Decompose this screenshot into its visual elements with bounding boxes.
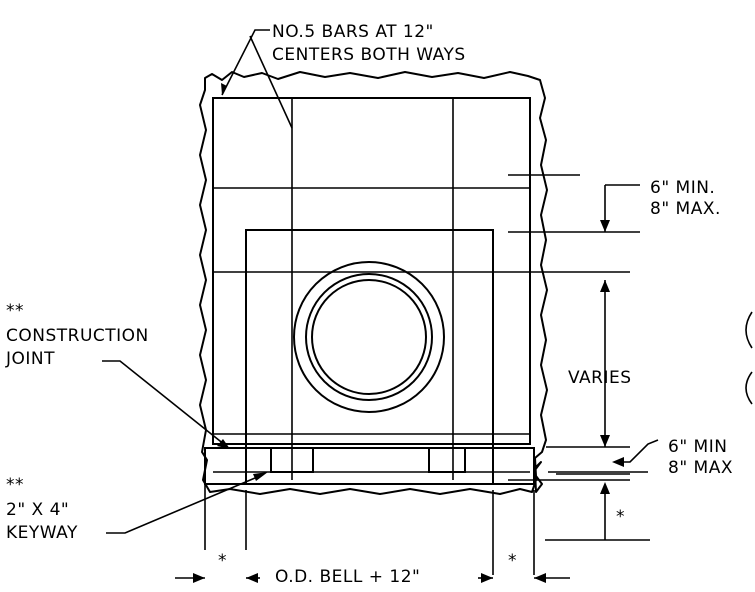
top-cover-max-label: 8" MAX. (650, 199, 721, 219)
keyway-arrow (253, 472, 268, 481)
left-width-star: * (218, 551, 227, 571)
width-arrow-left2 (246, 573, 258, 583)
right-edge-mark (745, 311, 753, 349)
keyway-label-line1: 2" X 4" (6, 500, 69, 520)
top-dim-arrow (600, 220, 610, 232)
bottom-cover-max-label: 8" MAX (668, 458, 733, 478)
bottom-cover-min-label: 6" MIN (668, 437, 727, 457)
top-cover-min-label: 6" MIN. (650, 178, 715, 198)
pipe-bore-circle (311, 279, 427, 395)
pipe-outer-circle (293, 261, 445, 413)
keyway-marker: ** (6, 475, 24, 495)
keyway-leader (106, 474, 263, 534)
joint-arrow (217, 439, 230, 449)
bars-label-line2: CENTERS BOTH WAYS (272, 45, 466, 65)
bottom-dim-arrow (612, 457, 624, 467)
pipe-inner-circle (305, 273, 433, 401)
bell-width-label: O.D. BELL + 12" (275, 567, 420, 587)
keyway-label-line2: KEYWAY (6, 523, 78, 543)
keyway-profile (246, 447, 493, 473)
joint-marker: ** (6, 301, 24, 321)
joint-label-line2: JOINT (5, 349, 55, 369)
right-edge-mark (745, 371, 753, 405)
right-width-star: * (508, 551, 517, 571)
base-dim-arrow (600, 482, 610, 494)
excavation-outline (199, 71, 548, 495)
varies-arrow-top (600, 280, 610, 292)
bars-label-line1: NO.5 BARS AT 12" (272, 22, 434, 42)
base-dim-star: * (616, 507, 625, 527)
joint-label-line1: CONSTRUCTION (6, 326, 149, 346)
width-arrow-right2 (534, 573, 546, 583)
varies-label: VARIES (568, 368, 632, 388)
bars-arrowhead (221, 83, 227, 95)
width-arrow-left (193, 573, 205, 583)
bars-leader (221, 29, 270, 96)
collar-outline (212, 97, 531, 445)
bars-leader-branch (249, 35, 293, 129)
pipe-bell-box (245, 229, 494, 485)
width-arrow-right (481, 573, 493, 583)
joint-leader (102, 360, 226, 446)
varies-arrow-bottom (600, 435, 610, 447)
